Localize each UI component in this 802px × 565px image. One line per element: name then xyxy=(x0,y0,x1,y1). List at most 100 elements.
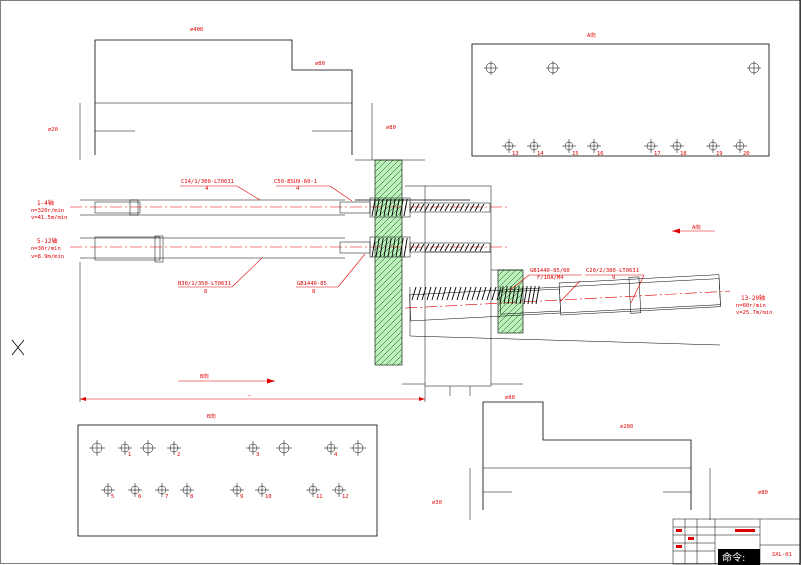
view-b-hole-9-label: 9 xyxy=(240,494,243,500)
view-b-hole-7: 7 xyxy=(155,483,169,500)
view-b-hole-10: 10 xyxy=(255,483,272,500)
view-a-hole-20: 20 xyxy=(733,139,750,157)
top-step-label: ⌀80 xyxy=(315,61,325,67)
view-a-hole-18: 18 xyxy=(670,139,687,157)
view-b-hole-9: 9 xyxy=(230,483,244,500)
view-b-mount-hole-2 xyxy=(140,440,156,456)
view-b-hole-11-label: 11 xyxy=(316,494,323,500)
view-b-title: B向 xyxy=(207,412,216,420)
callout-c50: C50-BSU9-60-1 xyxy=(274,179,317,185)
direction-a-label: A向 xyxy=(692,223,701,231)
view-b-hole-8-label: 8 xyxy=(190,494,193,500)
view-b-hole-6-label: 6 xyxy=(138,494,141,500)
overall-length-label: — xyxy=(248,393,252,399)
hatch-pattern xyxy=(374,159,524,366)
view-b-mount-hole-1 xyxy=(89,440,105,456)
middle-gear-teeth xyxy=(371,237,485,258)
view-b-hole-3-label: 3 xyxy=(256,452,259,458)
view-a-hole-20-label: 20 xyxy=(743,151,750,157)
speed-3-v: v=25.7m/min xyxy=(736,310,772,316)
view-b-hole-6: 6 xyxy=(128,483,142,500)
view-b-hole-10-label: 10 xyxy=(265,494,272,500)
crosshair-icon xyxy=(11,339,25,356)
view-a-title: A向 xyxy=(587,31,596,39)
view-b-hole-7-label: 7 xyxy=(165,494,168,500)
view-b-mount-hole-3 xyxy=(276,440,292,456)
top-width-label: ⌀400 xyxy=(190,27,203,33)
overall-length-dimension xyxy=(79,262,426,402)
view-b-hole-1-label: 1 xyxy=(128,452,131,458)
view-b-hole-2-label: 2 xyxy=(177,452,180,458)
direction-b-label: B向 xyxy=(200,372,209,380)
view-a-hole-18-label: 18 xyxy=(680,151,687,157)
view-a-hole-19-label: 19 xyxy=(716,151,723,157)
view-a-hole-19: 19 xyxy=(706,139,723,157)
view-b-hole-2: 2 xyxy=(167,441,181,458)
leader-lines xyxy=(178,185,645,304)
view-a-hole-14: 14 xyxy=(527,139,544,157)
view-a-hole-17-label: 17 xyxy=(654,151,661,157)
bottom-machine-outline xyxy=(469,401,711,520)
view-b-hole-11: 11 xyxy=(306,483,323,500)
view-b-hole-8: 8 xyxy=(180,483,194,500)
direction-arrow-b xyxy=(178,378,275,384)
view-b-hole-12-label: 12 xyxy=(342,494,349,500)
view-a-shaft-holes: 13 14 15 16 17 18 19 20 xyxy=(502,139,750,157)
top-left-dim-label: ⌀20 xyxy=(48,127,58,133)
middle-shaft-5-12 xyxy=(70,235,510,263)
speed-3-title: 13-20轴 xyxy=(741,294,765,302)
drawing-number: SXL-01 xyxy=(772,552,792,558)
callout-c14: C14/1/300-LT0631 xyxy=(181,179,234,185)
callout-gb2-sub: F/10A/M4 xyxy=(537,275,564,281)
view-b-hole-1: 1 xyxy=(118,441,132,458)
view-b-hole-3: 3 xyxy=(246,441,260,458)
view-b-hole-5: 5 xyxy=(101,483,115,500)
command-line-bar[interactable] xyxy=(718,549,760,565)
view-a-hole-17: 17 xyxy=(644,139,661,157)
top-machine-outline xyxy=(79,39,373,160)
callout-gb-num: 8 xyxy=(312,289,315,295)
view-b-hole-12: 12 xyxy=(332,483,349,500)
speed-3-n: n=60r/min xyxy=(736,303,766,309)
lower-shaft-13-20 xyxy=(405,274,730,322)
speed-2-title: 5-12轴 xyxy=(37,237,57,245)
lower-gear-teeth xyxy=(411,285,540,305)
view-a-hole-16-label: 16 xyxy=(597,151,604,157)
speed-1-title: 1-4轴 xyxy=(37,199,54,207)
speed-1-n: n=320r/min xyxy=(31,208,64,214)
speed-2-v: v=8.9m/min xyxy=(31,254,64,260)
callout-b30-num: 8 xyxy=(204,289,207,295)
view-a-hole-16: 16 xyxy=(587,139,604,157)
housing-frame xyxy=(355,159,524,396)
callout-c50-num: 4 xyxy=(296,186,300,192)
bottom-right-dim-label: ⌀80 xyxy=(758,490,768,496)
top-right-dim-label: ⌀80 xyxy=(386,125,396,131)
view-a-box xyxy=(471,43,770,157)
bottom-left-dim-label: ⌀30 xyxy=(432,500,442,506)
callout-c20: C20/2/380-LT0631 xyxy=(586,268,639,274)
command-prompt-label: 命令: xyxy=(722,551,745,564)
speed-2-n: n=30r/min xyxy=(31,246,61,252)
speed-1-v: v=41.5m/min xyxy=(31,215,67,221)
view-b-hole-4: 4 xyxy=(324,441,338,458)
view-a-hole-13: 13 xyxy=(502,139,519,157)
upper-shaft-1-4 xyxy=(70,197,510,218)
callout-gb2: GB1440-85/60 xyxy=(530,268,570,274)
bottom-width-label: ⌀280 xyxy=(620,424,633,430)
view-b-hole-5-label: 5 xyxy=(111,494,114,500)
direction-arrow-a xyxy=(672,228,715,234)
view-b-mount-hole-4 xyxy=(350,440,366,456)
view-a-hole-15-label: 15 xyxy=(572,151,579,157)
bottom-step-label: ⌀80 xyxy=(505,395,515,401)
callout-c14-num: 4 xyxy=(205,186,209,192)
view-a-hole-13-label: 13 xyxy=(512,151,519,157)
callout-gb: GB1440-85 xyxy=(297,281,327,287)
view-a-mount-holes xyxy=(484,61,761,75)
view-a-hole-15: 15 xyxy=(562,139,579,157)
view-b-box xyxy=(77,424,378,537)
view-a-hole-14-label: 14 xyxy=(537,151,544,157)
upper-gear-teeth xyxy=(371,198,485,217)
callout-c20-num: 9 xyxy=(612,275,615,281)
